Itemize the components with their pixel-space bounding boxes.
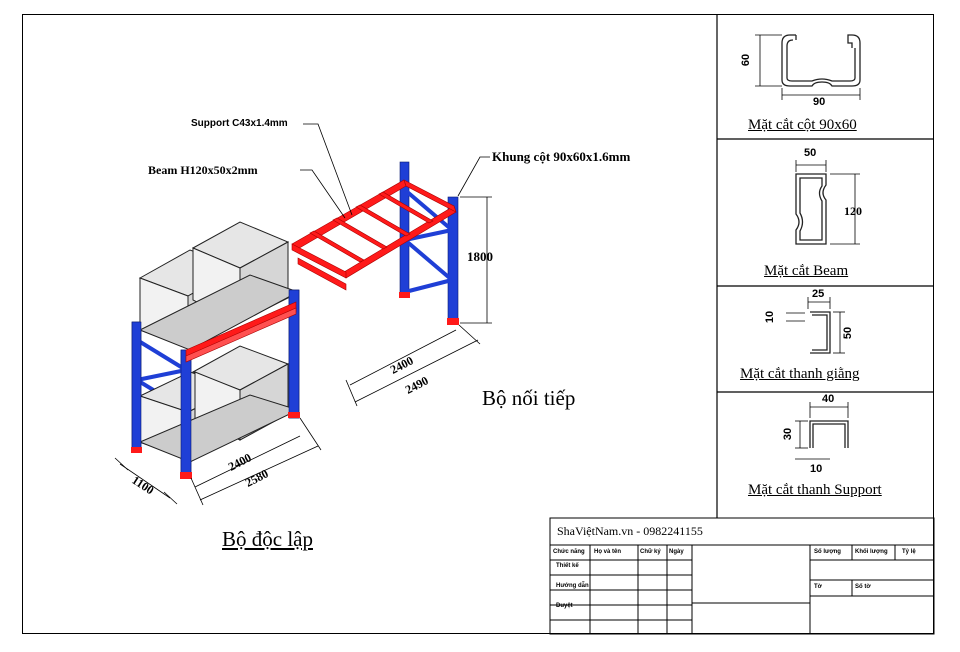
header-signature: Chữ ký xyxy=(640,549,661,555)
support-dim-10: 10 xyxy=(810,463,823,475)
header-function: Chức năng xyxy=(553,549,585,555)
column-dim-60: 60 xyxy=(740,53,753,67)
column-section-profile xyxy=(781,34,861,87)
upright-frame-label: Khung cột 90x60x1.6mm xyxy=(492,149,631,164)
standalone-rack xyxy=(114,221,322,506)
support-label: Support C43x1.4mm xyxy=(191,118,288,129)
title-block xyxy=(549,517,935,635)
leader-lines xyxy=(300,123,490,219)
header-date: Ngày xyxy=(669,549,684,555)
section-panels xyxy=(716,14,934,518)
beam-section-profile xyxy=(795,173,827,245)
row-design: Thiết kế xyxy=(556,563,579,569)
brace-dim-50: 50 xyxy=(842,326,855,340)
row-guide: Hướng dẫn xyxy=(556,583,589,589)
header-weight: Khối lượng xyxy=(855,549,888,555)
support-section-title: Mặt cắt thanh Support xyxy=(748,482,882,498)
beam-section-title: Mặt cắt Beam xyxy=(764,263,849,279)
support-dim-40: 40 xyxy=(822,393,835,405)
brace-section-title: Mặt cắt thanh giằng xyxy=(740,366,860,382)
height-dimension: 1800 xyxy=(467,249,493,264)
company-name: ShaViệtNam.vn - 0982241155 xyxy=(557,524,703,538)
beam-dim-50: 50 xyxy=(804,147,817,159)
brace-dim-25: 25 xyxy=(812,288,825,300)
beam-dim-120: 120 xyxy=(844,204,862,218)
standalone-rack-title: Bộ độc lập xyxy=(222,527,313,551)
sheet-count-label: Số tờ xyxy=(855,584,871,590)
support-section-profile xyxy=(809,420,849,448)
connected-rack xyxy=(291,161,492,407)
row-approve: Duyệt xyxy=(556,603,573,609)
column-section-title: Mặt cắt cột 90x60 xyxy=(748,117,857,133)
header-scale: Tỷ lệ xyxy=(902,549,916,555)
brace-dim-10: 10 xyxy=(764,310,777,324)
brace-section-profile xyxy=(810,311,831,354)
beam-label: Beam H120x50x2mm xyxy=(148,163,258,177)
header-quantity: Số lượng xyxy=(814,549,841,555)
column-dim-90: 90 xyxy=(813,96,826,108)
support-dim-30: 30 xyxy=(782,427,795,441)
drawing-frame xyxy=(22,14,934,634)
header-name: Họ và tên xyxy=(594,549,622,555)
sheet-label: Tờ xyxy=(814,584,822,590)
connected-rack-title: Bộ nối tiếp xyxy=(482,386,576,410)
